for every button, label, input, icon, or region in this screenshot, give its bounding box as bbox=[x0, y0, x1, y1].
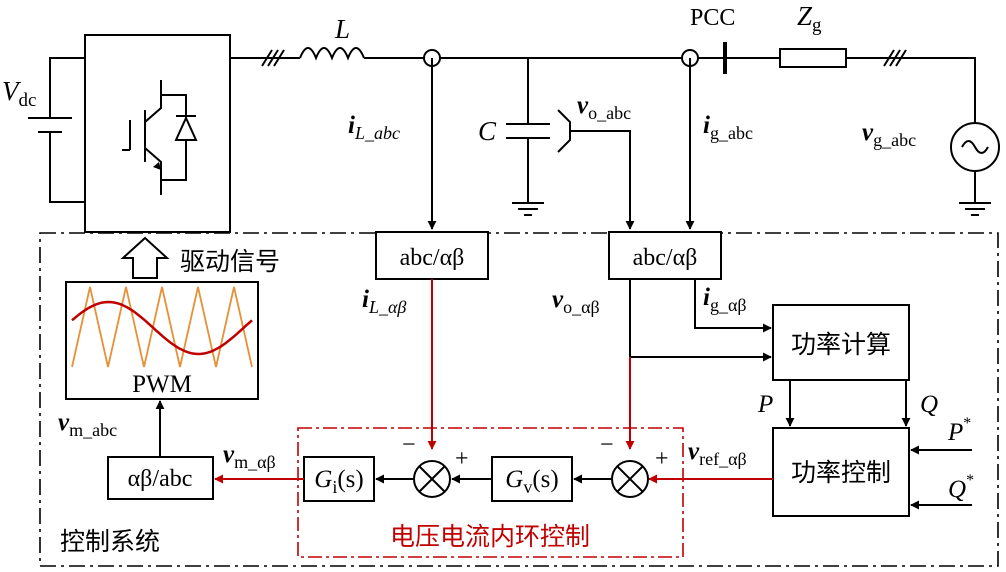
abc-alphabeta-2-text: abc/αβ bbox=[633, 245, 698, 271]
grid-voltage-source bbox=[950, 122, 1000, 216]
control-system-frame bbox=[39, 232, 999, 567]
vg-abc-label: vg_abc bbox=[862, 119, 916, 150]
pwm-text: PWM bbox=[132, 371, 192, 398]
ig-alphabeta-label: ig_αβ bbox=[703, 284, 747, 315]
pwm-reference-wave bbox=[71, 300, 253, 356]
vm-abc-label: vm_abc bbox=[58, 409, 117, 440]
vo-abc-label: vo_abc bbox=[577, 92, 631, 123]
inner-loop-frame bbox=[297, 427, 684, 558]
vdc-label: Vdc bbox=[2, 76, 36, 111]
gi-text: Gi(s) bbox=[314, 466, 363, 497]
drive-signal-label: 驱动信号 bbox=[180, 247, 280, 276]
drive-signal-arrow bbox=[120, 236, 170, 279]
q-label: Q bbox=[920, 391, 938, 418]
pwm-carrier-wave bbox=[71, 286, 253, 368]
pwm-block bbox=[65, 281, 259, 400]
il-abc-label: iL_abc bbox=[348, 112, 400, 143]
alphabeta-to-abc-block bbox=[107, 456, 214, 500]
power-calc-text: 功率计算 bbox=[791, 330, 891, 359]
zg-label: Zg bbox=[797, 1, 822, 36]
gi-block bbox=[303, 456, 375, 502]
alphabeta-abc-text: αβ/abc bbox=[128, 466, 193, 492]
capacitor-label: C bbox=[478, 116, 497, 146]
power-calculation-block bbox=[772, 304, 910, 381]
inner-loop-label: 电压电流内环控制 bbox=[390, 522, 590, 551]
p-ref-label: P* bbox=[947, 415, 971, 446]
power-control-block bbox=[772, 427, 910, 517]
igbt-symbol bbox=[122, 80, 198, 195]
p-label: P bbox=[757, 391, 773, 418]
il-alphabeta-label: iL_αβ bbox=[362, 286, 406, 317]
abc-to-alphabeta-block-1 bbox=[375, 231, 489, 280]
voltage-sum-cross bbox=[616, 465, 644, 493]
voltage-plus-sign: + bbox=[655, 446, 669, 472]
voltage-minus-sign: − bbox=[600, 432, 614, 458]
vref-label: vref_αβ bbox=[688, 438, 747, 469]
gv-block bbox=[491, 456, 573, 502]
ig-alphabeta-wire bbox=[694, 279, 772, 333]
vo-to-power-calc-wire bbox=[629, 279, 772, 362]
current-sum-cross bbox=[418, 465, 446, 493]
inverter-box bbox=[84, 34, 231, 233]
pcc-label: PCC bbox=[690, 5, 735, 31]
voltage-sensor bbox=[557, 109, 635, 230]
inductor-label: L bbox=[334, 14, 350, 44]
grid-impedance bbox=[779, 48, 847, 68]
igbt-arrow bbox=[153, 162, 161, 170]
power-ctrl-text: 功率控制 bbox=[791, 458, 891, 487]
abc-to-alphabeta-block-2 bbox=[608, 231, 722, 280]
gv-text: Gv(s) bbox=[505, 466, 558, 497]
q-ref-label: Q* bbox=[948, 472, 974, 503]
filter-capacitor bbox=[506, 58, 550, 216]
ac-bus bbox=[230, 47, 976, 155]
dc-source bbox=[28, 57, 85, 203]
vo-alphabeta-label: vo_αβ bbox=[552, 286, 600, 317]
current-plus-sign: + bbox=[455, 446, 469, 472]
abc-alphabeta-1-text: abc/αβ bbox=[400, 245, 465, 271]
current-minus-sign: − bbox=[402, 432, 416, 458]
ig-abc-label: ig_abc bbox=[703, 112, 753, 143]
vm-alphabeta-label: vm_αβ bbox=[223, 441, 276, 472]
control-system-label: 控制系统 bbox=[60, 527, 160, 556]
